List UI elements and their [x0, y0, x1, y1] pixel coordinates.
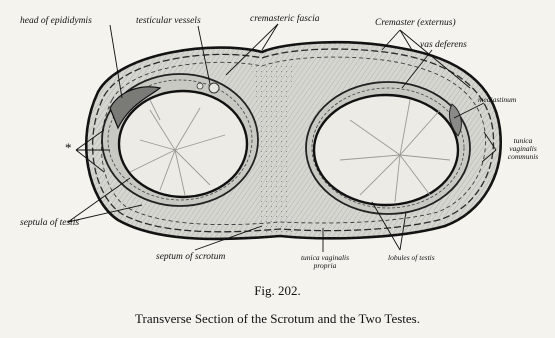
label-asterisk: *: [65, 143, 72, 153]
label-cremasteric-fascia: cremasteric fascia: [250, 14, 320, 24]
label-vas-deferens: vas deferens: [420, 40, 467, 50]
label-head-of-epididymis: head of epididymis: [20, 16, 92, 26]
figure-number: Fig. 202.: [0, 283, 555, 299]
label-septula-of-testis: septula of testis: [20, 218, 79, 228]
right-testis: [306, 82, 470, 214]
label-testicular-vessels: testicular vessels: [136, 16, 201, 26]
figure-caption: Transverse Section of the Scrotum and th…: [0, 311, 555, 327]
testicular-vessel: [209, 83, 219, 93]
label-tunica-vaginalis-propria: tunica vaginalis propria: [293, 254, 357, 270]
testicular-vessel: [197, 83, 203, 89]
left-testis: [102, 74, 258, 206]
label-line: communis: [500, 153, 546, 161]
label-line: propria: [293, 262, 357, 270]
label-septum-of-scrotum: septum of scrotum: [156, 252, 225, 262]
label-mediastinum: mediastinum: [478, 96, 516, 104]
right-testis-body: [314, 95, 458, 205]
label-lobules-of-testis: lobules of testis: [388, 254, 435, 262]
label-cremaster-externus: Cremaster (externus): [375, 18, 456, 28]
label-tunica-vaginalis-communis: tunica vaginalis communis: [500, 137, 546, 161]
left-testis-body: [119, 91, 247, 197]
